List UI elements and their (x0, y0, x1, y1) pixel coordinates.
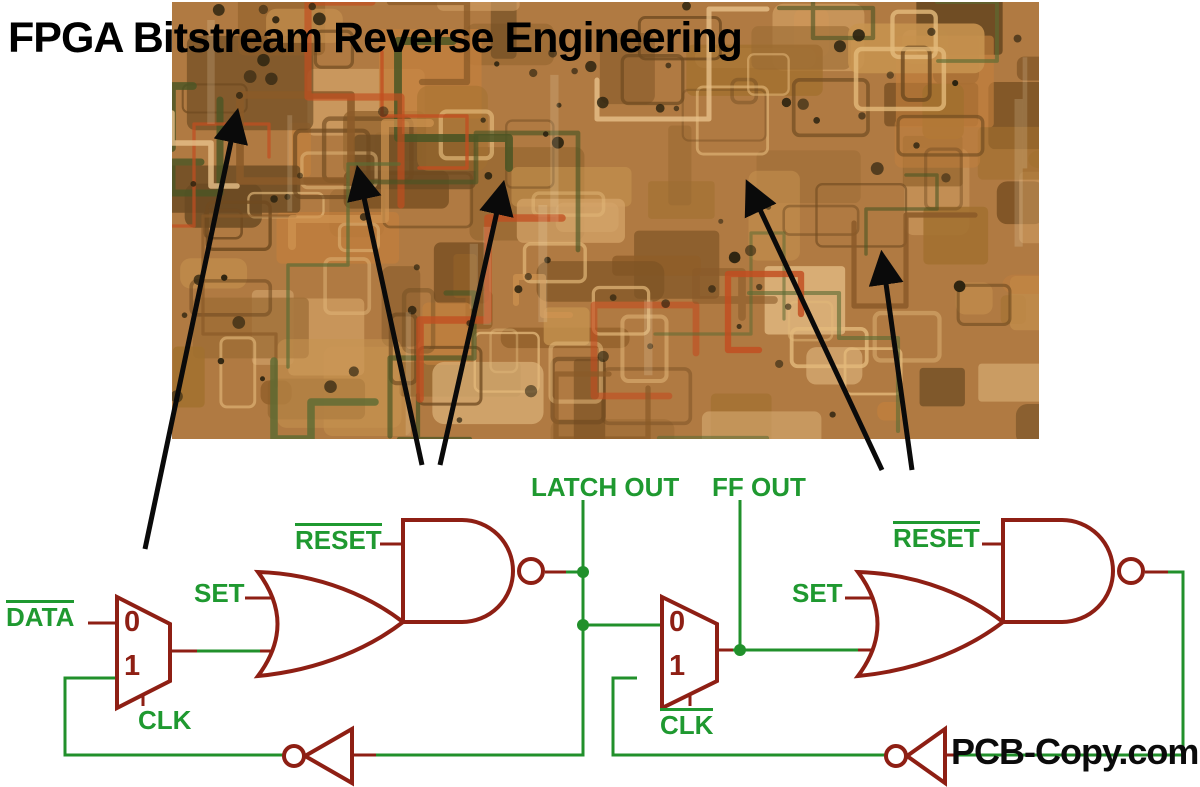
clock-inverter-1 (300, 725, 354, 787)
label-data-text: DATA (6, 600, 75, 632)
label-latch-out: LATCH OUT (531, 472, 680, 502)
label-set-1: SET (194, 578, 245, 608)
annotation-arrows (142, 107, 915, 550)
junction-dot-ff-out (734, 644, 746, 656)
annotation-arrow-5 (868, 249, 915, 471)
nand-gate-1-bubble (517, 557, 545, 585)
wires-green (63, 500, 1185, 757)
mux-1-port-1: 1 (124, 650, 141, 682)
label-data: DATA (6, 600, 75, 632)
label-clk-2: CLK (660, 708, 714, 740)
junction-dots (577, 566, 746, 656)
mux-2 (660, 593, 719, 712)
clock-inverter-2 (903, 725, 947, 787)
page-title: FPGA Bitstream Reverse Engineering (8, 14, 743, 62)
label-clk-1: CLK (138, 705, 192, 735)
clock-inverter-1-bubble (282, 744, 306, 768)
wire-latch-out-feedback (376, 500, 585, 757)
clock-inverter-2-bubble (884, 744, 908, 768)
label-reset-1-text: RESET (295, 523, 382, 555)
wire-nand2-out-feedback (958, 570, 1185, 757)
annotation-arrow-4 (744, 179, 885, 472)
label-set-2: SET (792, 578, 843, 608)
mux-1-port-0: 0 (124, 606, 141, 638)
annotation-arrow-1 (142, 107, 248, 550)
junction-dot-latch-out-upper (577, 566, 589, 578)
wire-inverter2-to-mux2 (611, 676, 886, 757)
label-reset-1: RESET (295, 523, 382, 554)
mux-2-port-0: 0 (669, 606, 686, 638)
watermark: PCB-Copy.com (951, 731, 1199, 772)
nand-gate-1 (401, 518, 515, 624)
junction-dot-latch-out-lower (577, 619, 589, 631)
or-gate-2 (853, 569, 1007, 679)
label-reset-2: RESET (893, 521, 980, 552)
mux-2-port-1: 1 (669, 650, 686, 682)
annotation-arrow-3 (437, 179, 514, 466)
wire-inverter1-to-mux1 (63, 676, 283, 757)
gates (115, 518, 1145, 787)
mux-1 (115, 593, 172, 712)
label-ff-out: FF OUT (712, 472, 806, 502)
or-gate-1 (253, 569, 407, 679)
label-clk-2-text: CLK (660, 708, 714, 740)
annotation-arrow-2 (347, 164, 425, 466)
label-reset-2-text: RESET (893, 521, 980, 553)
die-photo (172, 2, 1039, 439)
nand-gate-2-bubble (1117, 557, 1145, 585)
nand-gate-2 (1001, 518, 1115, 624)
